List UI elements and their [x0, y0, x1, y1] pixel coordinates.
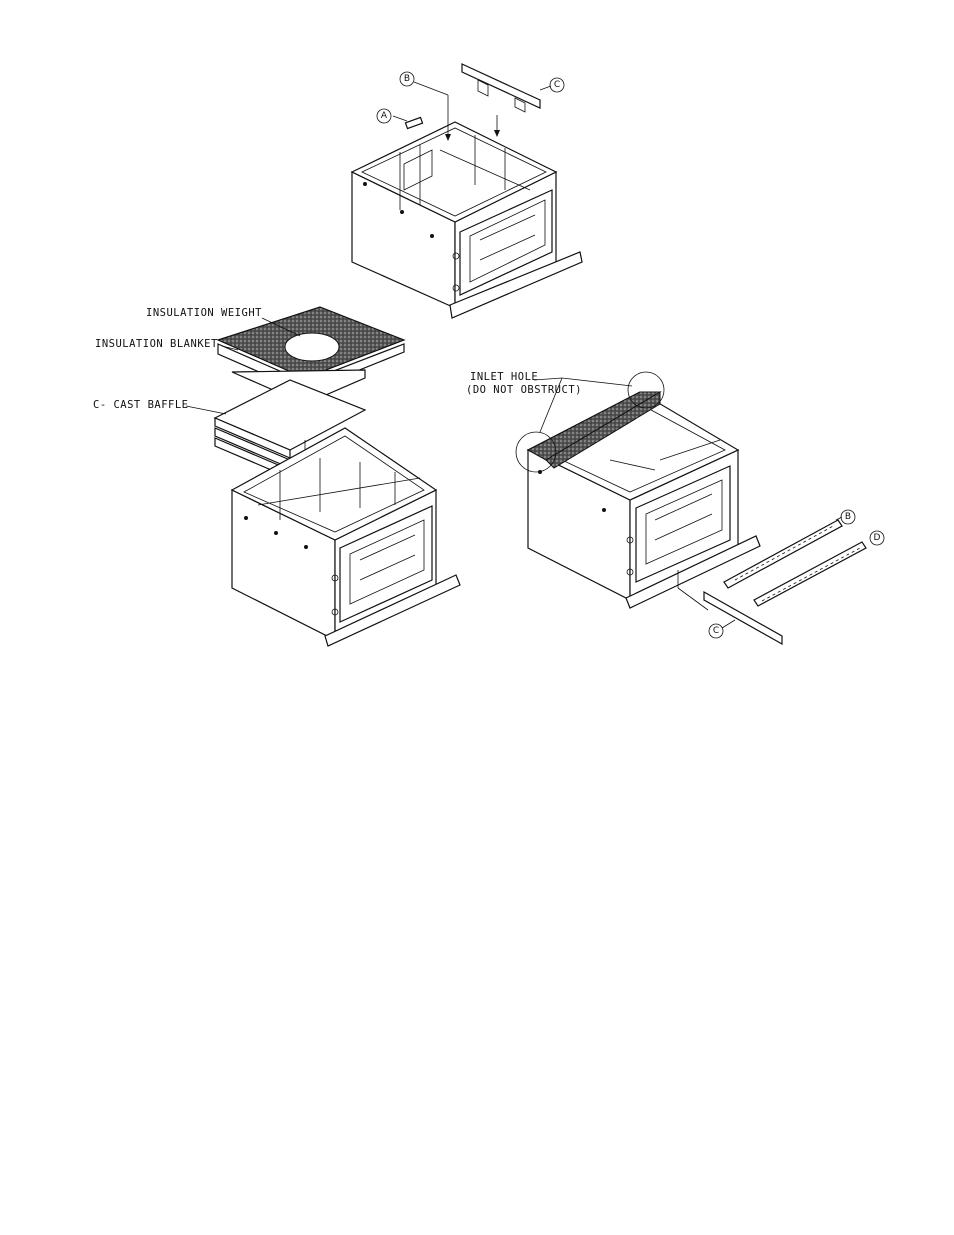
label-insulation-weight: INSULATION WEIGHT: [146, 307, 262, 319]
label-c-cast-baffle: C- CAST BAFFLE: [93, 399, 189, 411]
callout-top-c: C: [549, 77, 565, 93]
leader-c-cast-baffle: [185, 405, 227, 415]
callout-top-a-text: A: [381, 111, 388, 121]
callout-top-c-text: C: [554, 80, 560, 90]
callout-top-b: B: [399, 71, 415, 87]
callout-top-a: A: [376, 108, 392, 124]
callout-top-b-text: B: [404, 74, 410, 84]
leader-inlet-hole-1: [539, 377, 563, 433]
callout-right-b: B: [840, 509, 856, 525]
leader-inlet-hole: [533, 377, 563, 381]
top-firebox: [350, 63, 583, 319]
bottom-right-firebox: [515, 371, 761, 611]
leader-insulation-blanket: [221, 345, 239, 351]
part-c-angle: [703, 590, 783, 646]
insulation-weight: [216, 306, 406, 379]
callout-right-d-text: D: [874, 533, 881, 543]
label-inlet-hole-line1: INLET HOLE: [470, 371, 538, 383]
bottom-left-firebox: [230, 427, 461, 647]
leader-insulation-weight: [261, 317, 301, 337]
leader-inlet-hole-2: [561, 377, 633, 387]
callout-right-d: D: [869, 530, 885, 546]
callout-right-c: C: [708, 623, 724, 639]
callout-right-c-text: C: [713, 626, 719, 636]
label-insulation-blanket: INSULATION BLANKET: [95, 338, 218, 350]
label-inlet-hole-line2: (DO NOT OBSTRUCT): [466, 384, 582, 396]
callout-right-b-text: B: [845, 512, 851, 522]
part-d-rail: [753, 541, 867, 607]
